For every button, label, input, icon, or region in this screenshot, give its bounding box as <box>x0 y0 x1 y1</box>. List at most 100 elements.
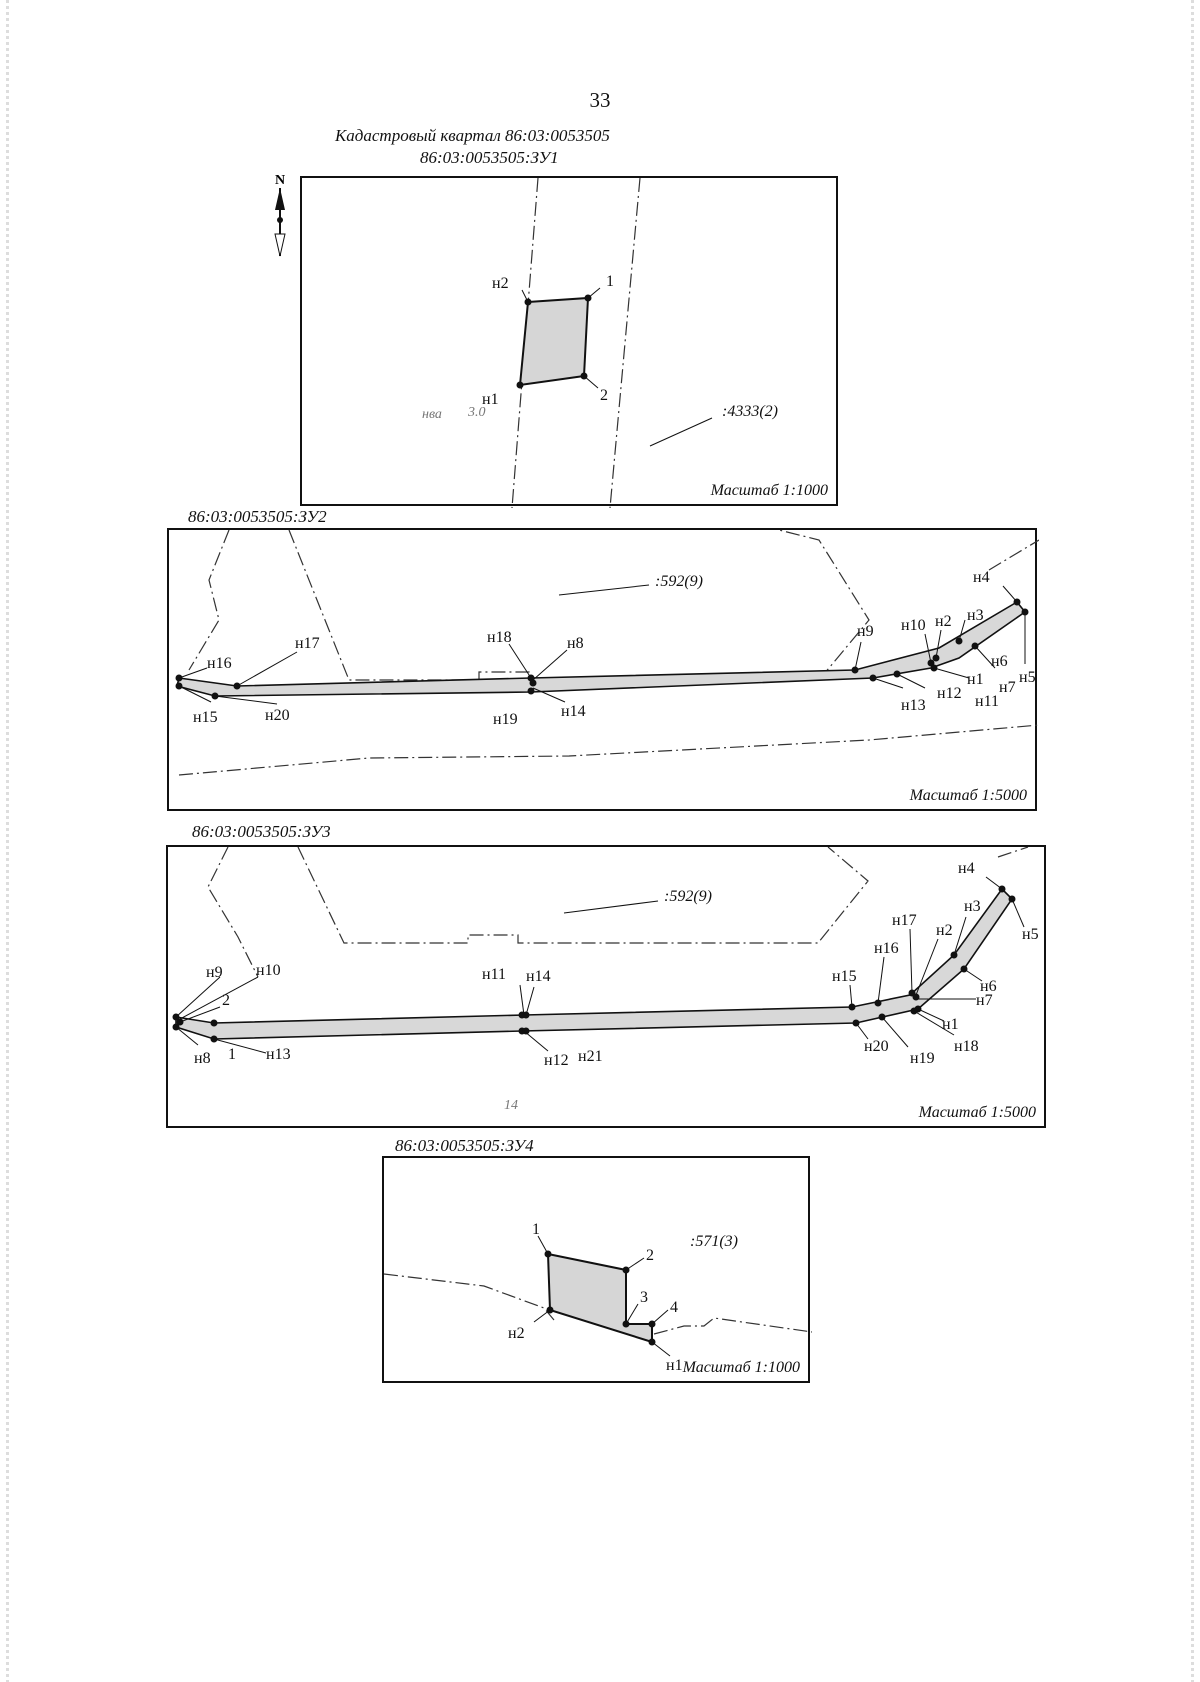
point-label: 2 <box>646 1247 654 1264</box>
point-label: н18 <box>954 1038 979 1055</box>
point-label: н12 <box>544 1052 569 1069</box>
sheet1-title: 86:03:0053505:ЗУ1 <box>420 148 559 167</box>
north-arrow-icon: N <box>268 170 292 260</box>
point-label: н14 <box>526 968 551 985</box>
point-label: н1 <box>482 391 499 408</box>
point-label: н10 <box>256 962 281 979</box>
boundary-point <box>580 372 588 380</box>
boundary-point <box>516 381 524 389</box>
leader-lines <box>533 1235 671 1357</box>
point-label: н14 <box>561 703 586 720</box>
point-label: н10 <box>901 617 926 634</box>
point-label: н16 <box>207 655 232 672</box>
point-label: 1 <box>532 1221 540 1238</box>
sheet3-drawing: н9 н10 2 н8 1 н13 н11 н14 н12 н21 н15 н1… <box>172 847 1039 1113</box>
point-label: н18 <box>487 629 512 646</box>
point-label: н21 <box>578 1048 603 1065</box>
boundary-line <box>207 847 259 978</box>
boundary-point <box>524 298 532 306</box>
boundary-line <box>178 724 1039 776</box>
sheet2-title: 86:03:0053505:ЗУ2 <box>188 507 327 526</box>
point-label: н1 <box>666 1357 683 1374</box>
point-label: 1 <box>228 1046 236 1063</box>
scale-label: Масштаб 1:5000 <box>909 787 1027 804</box>
scan-edge-left <box>6 0 9 1682</box>
point-label: 1 <box>606 273 614 290</box>
sheet3-title: 86:03:0053505:ЗУ3 <box>192 822 331 841</box>
point-label: н8 <box>567 635 584 652</box>
point-label: н5 <box>1022 926 1039 943</box>
point-label: н11 <box>482 966 506 983</box>
sheet2-drawing: н16 н17 н15 н20 н18 н8 н19 н14 н9 н10 н2… <box>175 530 1039 776</box>
point-label: 3 <box>640 1289 648 1306</box>
point-label: н2 <box>492 275 509 292</box>
parcel-zu3 <box>175 887 1014 1040</box>
neighbor-boundary <box>297 847 869 944</box>
point-label: 2 <box>222 992 230 1009</box>
point-label: н9 <box>857 623 874 640</box>
quarter-title: Кадастровый квартал 86:03:0053505 <box>335 126 610 145</box>
boundary-line <box>653 1317 812 1335</box>
neighbor-parcel-label: :4333(2) <box>722 403 778 420</box>
point-label: н9 <box>206 964 223 981</box>
hint-label: 3.0 <box>467 405 486 420</box>
sheet3-map: н9 н10 2 н8 1 н13 н11 н14 н12 н21 н15 н1… <box>166 845 1046 1128</box>
point-label: н5 <box>1019 669 1036 686</box>
point-label: н11 <box>975 693 999 710</box>
point-label: н19 <box>910 1050 935 1067</box>
point-label: н8 <box>194 1050 211 1067</box>
sheet4-title: 86:03:0053505:ЗУ4 <box>395 1136 534 1155</box>
point-label: н16 <box>874 940 899 957</box>
point-label: н17 <box>892 912 917 929</box>
point-label: н7 <box>976 992 993 1009</box>
hint-label: нва <box>422 407 442 422</box>
sheet4-drawing: 1 2 3 4 н2 н1 :571(3) <box>384 1221 812 1374</box>
boundary-line <box>988 539 1039 571</box>
neighbor-boundary <box>288 530 870 681</box>
point-label: н2 <box>935 613 952 630</box>
sheet2-map: н16 н17 н15 н20 н18 н8 н19 н14 н9 н10 н2… <box>167 528 1039 811</box>
neighbor-parcel-label: :592(9) <box>655 573 703 590</box>
boundary-line <box>188 530 230 671</box>
point-label: н4 <box>973 569 990 586</box>
point-label: 4 <box>670 1299 678 1316</box>
boundary-point <box>584 294 592 302</box>
parcel-zu4 <box>546 1252 653 1344</box>
parcel-zu2 <box>176 600 1027 697</box>
scale-label: Масштаб 1:1000 <box>682 1359 800 1376</box>
scan-edge-right <box>1191 0 1194 1682</box>
north-letter: N <box>275 173 285 188</box>
boundary-line <box>511 178 539 508</box>
sheet1-drawing: н2 1 н1 2 нва 3.0 :4333(2) <box>422 178 778 508</box>
point-label: н12 <box>937 685 962 702</box>
sheet4-map: 1 2 3 4 н2 н1 :571(3) Масштаб 1:1000 <box>382 1156 812 1383</box>
point-label: н13 <box>266 1046 291 1063</box>
point-label: н2 <box>936 922 953 939</box>
point-label: н20 <box>265 707 290 724</box>
boundary-line <box>997 847 1029 858</box>
parcel-zu1 <box>518 296 590 387</box>
scale-label: Масштаб 1:5000 <box>918 1104 1036 1121</box>
neighbor-parcel-label: :571(3) <box>690 1233 738 1250</box>
page-number: 33 <box>589 88 611 112</box>
point-label: н3 <box>964 898 981 915</box>
point-label: н13 <box>901 697 926 714</box>
point-label: н6 <box>991 653 1008 670</box>
point-label: н15 <box>832 968 857 985</box>
leader-lines <box>175 876 1025 1054</box>
sheet1-map: н2 1 н1 2 нва 3.0 :4333(2) Масштаб 1:100… <box>300 176 838 508</box>
point-label: н19 <box>493 711 518 728</box>
boundary-line <box>384 1273 555 1321</box>
neighbor-parcel-label: :592(9) <box>664 888 712 905</box>
point-label: н1 <box>942 1016 959 1033</box>
point-label: н17 <box>295 635 320 652</box>
point-label: н3 <box>967 607 984 624</box>
point-label: н20 <box>864 1038 889 1055</box>
hint-label: 14 <box>504 1098 518 1113</box>
scale-label: Масштаб 1:1000 <box>710 482 828 499</box>
point-label: н7 <box>999 679 1016 696</box>
point-label: н4 <box>958 860 975 877</box>
point-label: н2 <box>508 1325 525 1342</box>
point-label: н15 <box>193 709 218 726</box>
point-label: 2 <box>600 387 608 404</box>
